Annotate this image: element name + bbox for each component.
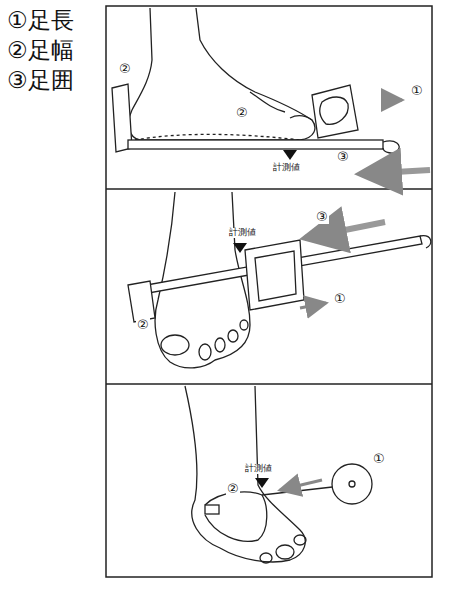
callout-number: ② <box>136 318 150 332</box>
pointer-mark <box>233 243 247 253</box>
callout-number: ② <box>118 62 132 76</box>
direction-arrow <box>280 480 322 490</box>
legend-item: ②足幅 <box>6 38 75 63</box>
callout-number: ③ <box>336 150 350 164</box>
foot-side-view <box>129 8 315 140</box>
callout-label: 計測値 <box>272 163 301 173</box>
legend-item: ①足長 <box>6 8 75 33</box>
panel-divider <box>106 188 432 190</box>
legend-item: ③足囲 <box>6 68 75 93</box>
direction-arrow <box>305 222 385 238</box>
callout-number: ① <box>372 452 386 466</box>
callout-number: ① <box>333 292 347 306</box>
callout-number: ② <box>226 482 240 496</box>
callout-number: ② <box>235 106 249 120</box>
direction-arrow <box>382 99 402 102</box>
direction-arrow <box>300 303 326 308</box>
callout-label: 計測値 <box>244 464 273 474</box>
pointer-mark <box>283 150 297 160</box>
direction-arrow <box>360 170 430 174</box>
pointer-mark <box>255 478 269 488</box>
foot-gauge <box>128 236 431 322</box>
measuring-tape <box>205 464 372 541</box>
panel-divider <box>106 383 432 385</box>
callout-number: ③ <box>315 210 329 224</box>
foot-girth-view <box>185 386 306 563</box>
panel-frame <box>106 6 432 577</box>
callout-number: ① <box>410 84 424 98</box>
foot-gauge <box>112 84 399 153</box>
callout-label: 計測値 <box>228 228 257 238</box>
